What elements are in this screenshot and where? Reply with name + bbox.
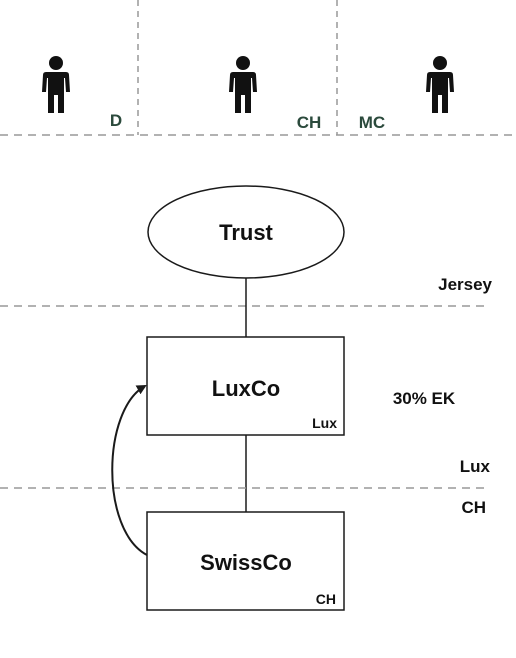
country-label-d: D [110,111,122,130]
jurisdiction-label-ch: CH [461,498,486,517]
swissco-jurisdiction-tag: CH [316,591,336,607]
country-label-ch: CH [297,113,322,132]
luxco-node [146,336,345,436]
person-icon [42,56,70,113]
flow-arrow-swissco-to-luxco [111,385,148,556]
luxco-jurisdiction-tag: Lux [312,415,337,431]
country-label-mc: MC [359,113,385,132]
swissco-node [146,511,345,611]
swissco-label: SwissCo [200,550,292,575]
luxco-label: LuxCo [212,376,280,401]
person-icon [426,56,454,113]
jurisdiction-label-lux: Lux [460,457,491,476]
ownership-annotation: 30% EK [393,389,456,408]
trust-label: Trust [219,220,273,245]
jurisdiction-label-jersey: Jersey [438,275,492,294]
person-icon [229,56,257,113]
